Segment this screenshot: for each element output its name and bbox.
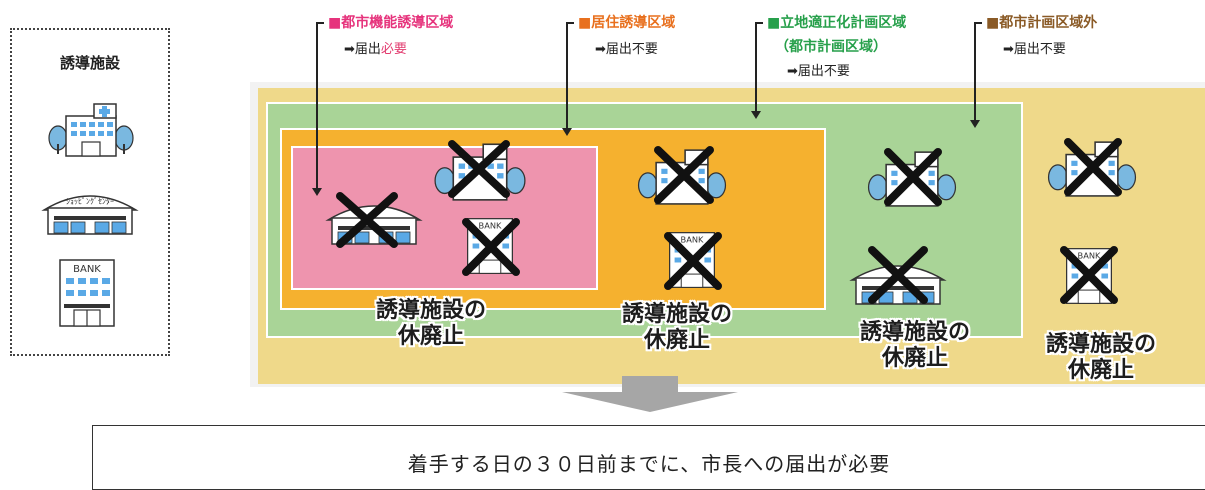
hospital-icon: [434, 143, 526, 201]
caption-outside: 誘導施設の休廃止: [1046, 332, 1157, 383]
caption-residential: 誘導施設の休廃止: [622, 302, 733, 353]
down-arrow-icon: [562, 376, 738, 412]
zone-note-outside: ➡届出不要: [1003, 42, 1066, 57]
caption-urban-function: 誘導施設の休廃止: [376, 298, 487, 349]
legend-title: 誘導施設: [59, 54, 120, 72]
cross-icon: [654, 146, 714, 204]
zone-label-outside: ■都市計画区域外: [986, 15, 1098, 31]
zone-sublabel-location-optimization: （都市計画区域）: [775, 39, 887, 55]
cross-icon: [1064, 138, 1122, 196]
cross-icon: [448, 140, 510, 198]
notice-text: 着手する日の３０日前までに、市長への届出が必要: [407, 452, 891, 476]
cross-icon: [664, 232, 722, 290]
bank-sign-text: BANK: [1078, 251, 1102, 261]
cross-icon: [462, 218, 520, 276]
leader-residential: [562, 22, 574, 136]
cross-icon: [336, 192, 398, 248]
shopping-center-icon: ｼｮｯﾋﾟﾝｸﾞｾﾝﾀｰ: [41, 195, 139, 235]
notice-box: 着手する日の３０日前までに、市長への届出が必要: [92, 425, 1205, 490]
leader-location-optimization: [751, 22, 763, 119]
leader-outside: [970, 22, 982, 128]
caption-location-optimization: 誘導施設の休廃止: [860, 320, 971, 371]
zone-label-location-optimization: ■立地適正化計画区域: [767, 15, 907, 31]
bank-sign-text: BANK: [479, 221, 503, 231]
zone-note-urban-function: ➡届出必要: [344, 42, 407, 57]
zone-note-location-optimization: ➡届出不要: [787, 64, 850, 79]
bank-sign-text: BANK: [73, 264, 101, 275]
mall-sign-text: ｼｮｯﾋﾟﾝｸﾞｾﾝﾀｰ: [66, 197, 114, 206]
zone-label-urban-function: ■都市機能誘導区域: [328, 15, 454, 31]
bank-sign-text: BANK: [681, 235, 705, 245]
cross-icon: [1060, 246, 1118, 304]
cross-icon: [884, 148, 942, 206]
cross-icon: [868, 246, 928, 304]
facility-legend: 誘導施設 ｼｮｯﾋﾟﾝｸﾞｾﾝﾀｰ BANK: [10, 28, 170, 356]
bank-icon: BANK: [59, 259, 115, 327]
zone-note-residential: ➡届出不要: [595, 42, 658, 57]
leader-urban-function: [312, 22, 324, 196]
hospital-icon: [48, 103, 134, 157]
zone-label-residential: ■居住誘導区域: [578, 15, 676, 31]
